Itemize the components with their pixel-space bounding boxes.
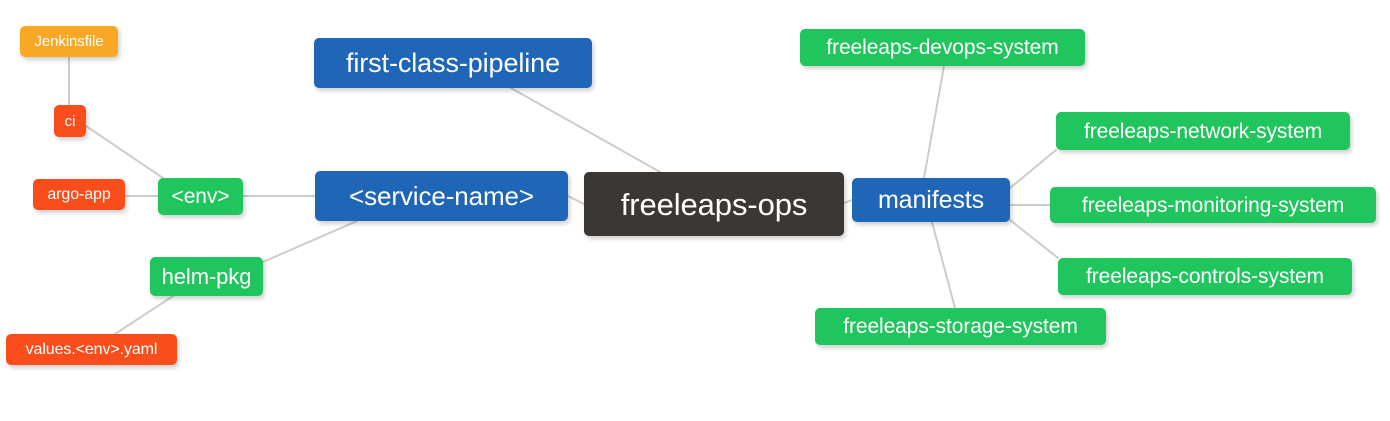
node-label-freeleaps-ops: freeleaps-ops bbox=[620, 186, 808, 222]
node-devops-system[interactable]: freeleaps-devops-system bbox=[800, 29, 1085, 66]
node-label-service-name: <service-name> bbox=[348, 181, 535, 211]
node-controls-system[interactable]: freeleaps-controls-system bbox=[1058, 258, 1352, 295]
node-first-class-pipeline[interactable]: first-class-pipeline bbox=[314, 38, 592, 88]
node-label-network-system: freeleaps-network-system bbox=[1083, 119, 1322, 143]
node-monitoring-system[interactable]: freeleaps-monitoring-system bbox=[1050, 187, 1376, 223]
edge-ops-service bbox=[567, 195, 585, 205]
node-argo-app[interactable]: argo-app bbox=[33, 179, 125, 210]
node-env[interactable]: <env> bbox=[158, 178, 243, 215]
node-network-system[interactable]: freeleaps-network-system bbox=[1056, 112, 1350, 150]
node-label-values-yaml: values.<env>.yaml bbox=[25, 340, 158, 358]
node-label-monitoring-system: freeleaps-monitoring-system bbox=[1081, 193, 1345, 217]
node-freeleaps-ops[interactable]: freeleaps-ops bbox=[584, 172, 844, 236]
node-label-env: <env> bbox=[171, 185, 230, 208]
node-service-name[interactable]: <service-name> bbox=[315, 171, 568, 221]
node-manifests[interactable]: manifests bbox=[852, 178, 1010, 222]
edge-manifests-storage bbox=[931, 221, 956, 309]
edge-ops-manifests bbox=[843, 199, 853, 204]
node-label-helm-pkg: helm-pkg bbox=[161, 263, 252, 289]
edge-manifests-network bbox=[1009, 149, 1057, 189]
node-storage-system[interactable]: freeleaps-storage-system bbox=[815, 308, 1106, 345]
edge-manifests-controls bbox=[1009, 219, 1059, 259]
edge-service-helm bbox=[262, 220, 358, 263]
edge-helm-values bbox=[114, 295, 174, 335]
node-label-manifests: manifests bbox=[877, 185, 985, 214]
node-helm-pkg[interactable]: helm-pkg bbox=[150, 257, 263, 296]
node-label-controls-system: freeleaps-controls-system bbox=[1086, 265, 1324, 288]
node-label-devops-system: freeleaps-devops-system bbox=[826, 36, 1059, 59]
node-label-argo-app: argo-app bbox=[47, 185, 111, 203]
node-label-ci: ci bbox=[64, 112, 76, 130]
edge-manifests-devops bbox=[923, 65, 945, 179]
node-label-jenkinsfile: Jenkinsfile bbox=[34, 33, 104, 50]
edge-ops-pipeline bbox=[510, 87, 661, 173]
node-jenkinsfile[interactable]: Jenkinsfile bbox=[20, 26, 118, 57]
edge-env-ci bbox=[85, 125, 164, 179]
node-label-first-class-pipeline: first-class-pipeline bbox=[345, 47, 561, 78]
node-label-storage-system: freeleaps-storage-system bbox=[843, 315, 1078, 338]
node-values-yaml[interactable]: values.<env>.yaml bbox=[6, 334, 177, 365]
node-ci[interactable]: ci bbox=[54, 105, 86, 137]
